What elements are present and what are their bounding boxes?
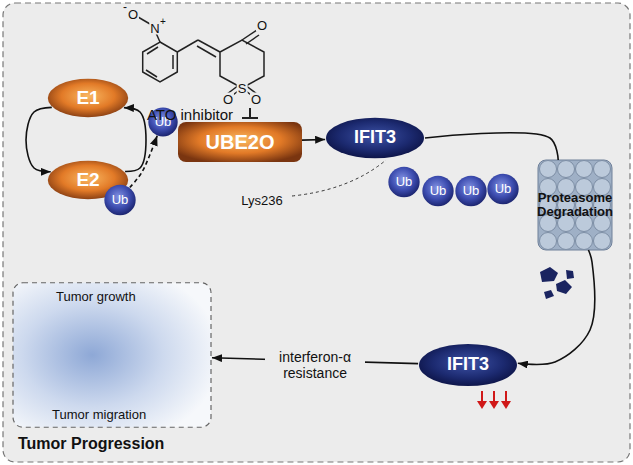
node-label: Tumor migration bbox=[52, 408, 146, 422]
ifit3-protein: IFIT3 bbox=[325, 117, 425, 159]
ube2o-enzyme: UBE2O bbox=[178, 122, 302, 162]
tumor-progression-box: Tumor growthTumor migrationTumor Progres… bbox=[12, 282, 212, 428]
ubiquitin-circle: Ub bbox=[388, 166, 420, 198]
ato-structure bbox=[138, 17, 264, 98]
ubiquitin-circle: Ub bbox=[455, 175, 487, 207]
node-label: Ub bbox=[463, 184, 480, 198]
inhibitor-label: ATO inhibitor bbox=[147, 107, 233, 122]
node-label: IFIT3 bbox=[447, 355, 489, 375]
charge-sign: + bbox=[160, 17, 166, 27]
atom-label: O bbox=[256, 19, 268, 32]
connector-arrow bbox=[425, 133, 558, 160]
atom-label: O bbox=[250, 93, 262, 106]
node-label: UBE2O bbox=[206, 131, 275, 153]
node-label: Proteasome Degradation bbox=[530, 191, 620, 220]
connector-arrow bbox=[26, 107, 52, 171]
edge-label: interferon-α resistance bbox=[265, 348, 365, 382]
node-label: Ub bbox=[112, 193, 129, 207]
proteasome: Proteasome Degradation bbox=[530, 160, 620, 250]
node-label: E1 bbox=[76, 88, 99, 109]
decrease-arrows bbox=[477, 391, 511, 409]
connector-arrow bbox=[124, 108, 146, 172]
ubiquitin-circle: Ub bbox=[104, 184, 136, 216]
atom-label: S bbox=[237, 82, 248, 95]
node-label: Ub bbox=[430, 184, 447, 198]
connector-arrow bbox=[302, 139, 325, 141]
node-label: Ub bbox=[396, 175, 413, 189]
peptide-fragments bbox=[540, 267, 574, 299]
atom-label: O bbox=[222, 93, 234, 106]
residue-label: Lys236 bbox=[241, 194, 282, 207]
node-label: Tumor Progression bbox=[18, 435, 164, 453]
atom-label: N bbox=[149, 22, 160, 35]
ubiquitin-circle: Ub bbox=[487, 173, 519, 205]
lys-leader bbox=[292, 160, 386, 196]
inhibition-bar bbox=[242, 108, 258, 118]
node-label: IFIT3 bbox=[354, 128, 396, 148]
connector-arrow bbox=[518, 250, 595, 364]
ubiquitin-circle: Ub bbox=[422, 175, 454, 207]
atom-label: O bbox=[127, 8, 139, 21]
node-label: Ub bbox=[495, 182, 512, 196]
connector-arrow bbox=[130, 136, 157, 188]
e1-enzyme: E1 bbox=[47, 78, 129, 118]
node-label: E2 bbox=[76, 170, 99, 191]
charge-sign: - bbox=[123, 1, 127, 13]
ifit3-protein: IFIT3 bbox=[418, 343, 518, 387]
background-panel bbox=[3, 3, 630, 462]
node-label: Tumor growth bbox=[56, 290, 136, 304]
